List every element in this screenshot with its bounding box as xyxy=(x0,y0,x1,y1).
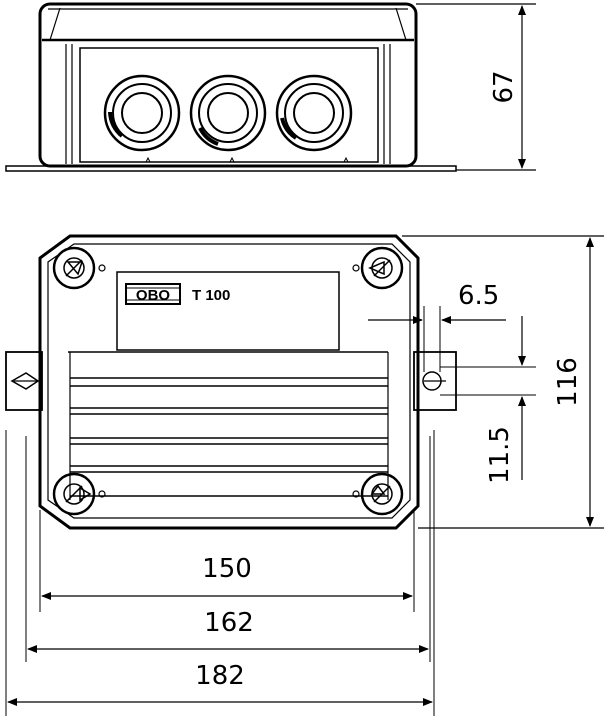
top-view xyxy=(5,234,457,530)
corner-screw-br xyxy=(360,472,404,516)
model-label: T 100 xyxy=(192,287,230,304)
dim-width-overall-label: 182 xyxy=(195,661,245,691)
width-dimensions xyxy=(5,430,435,716)
dim-width-inner-label: 150 xyxy=(202,554,252,584)
depth-dimension xyxy=(402,235,604,529)
lid-ribs xyxy=(68,351,388,497)
cable-entry-2 xyxy=(189,74,267,152)
hole-diameter-dimension xyxy=(368,306,506,372)
front-view xyxy=(5,2,457,172)
box-body-front xyxy=(38,2,418,168)
dim-height-label: 67 xyxy=(489,70,519,103)
label-area xyxy=(116,271,340,351)
dim-width-outer-label: 162 xyxy=(204,608,254,638)
flange-offset-dimension xyxy=(440,316,536,480)
corner-screw-tr xyxy=(360,246,404,290)
cable-entry-3 xyxy=(275,74,353,152)
height-dimension xyxy=(416,3,536,171)
dim-hole-label: 6.5 xyxy=(458,281,499,311)
dim-depth-label: 116 xyxy=(553,357,583,407)
obo-logo: OBO xyxy=(125,283,181,305)
left-flange xyxy=(5,351,43,411)
dim-offset-label: 11.5 xyxy=(485,426,515,484)
box-body-top xyxy=(38,234,420,530)
right-flange xyxy=(413,351,457,411)
logo-text: OBO xyxy=(136,287,171,304)
corner-screw-bl xyxy=(52,472,96,516)
cable-entry-1 xyxy=(103,74,181,152)
corner-screw-tl xyxy=(52,246,96,290)
